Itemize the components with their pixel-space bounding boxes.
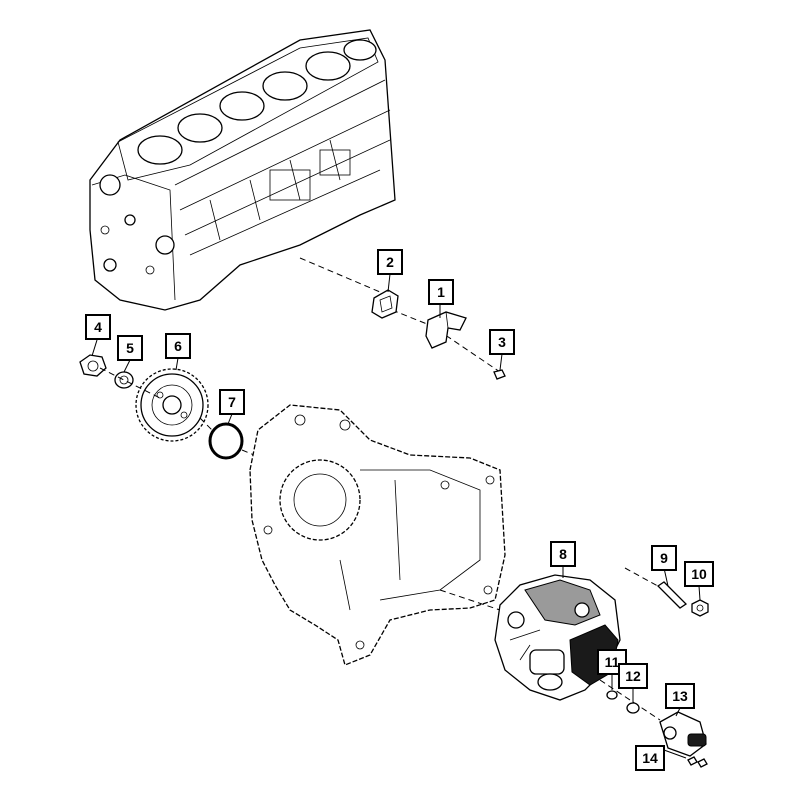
mount-line-block-1 xyxy=(299,257,381,293)
part-9-stud xyxy=(656,581,688,609)
axis-line-pump xyxy=(439,567,666,721)
callout-1: 1 xyxy=(428,279,454,305)
callout-5: 5 xyxy=(117,335,143,361)
gear-housing xyxy=(249,404,506,666)
part-4-nut xyxy=(79,354,107,377)
part-10-nut xyxy=(691,599,709,617)
callout-4: 4 xyxy=(85,314,111,340)
callout-7-label: 7 xyxy=(228,394,236,410)
callout-4-label: 4 xyxy=(94,319,102,335)
callout-5-label: 5 xyxy=(126,340,134,356)
callout-13: 13 xyxy=(665,683,695,709)
callout-8: 8 xyxy=(550,541,576,567)
part-11-o-ring xyxy=(606,690,618,700)
part-7-o-ring xyxy=(208,422,244,460)
part-2-gasket xyxy=(371,289,399,319)
part-6-gear xyxy=(135,368,209,442)
callout-6: 6 xyxy=(165,333,191,359)
callout-10-label: 10 xyxy=(691,566,707,582)
callout-3-label: 3 xyxy=(498,334,506,350)
callout-12: 12 xyxy=(618,663,648,689)
callout-13-label: 13 xyxy=(672,688,688,704)
callout-2-label: 2 xyxy=(386,254,394,270)
part-3-bolt xyxy=(493,369,506,380)
part-14-screws xyxy=(687,756,708,768)
callout-6-label: 6 xyxy=(174,338,182,354)
callout-7: 7 xyxy=(219,389,245,415)
callout-14: 14 xyxy=(635,745,665,771)
part-8-fuel-pump xyxy=(494,574,621,701)
callout-11-label: 11 xyxy=(605,654,620,670)
callout-14-label: 14 xyxy=(642,750,658,766)
callout-9-label: 9 xyxy=(660,550,668,566)
callout-12-label: 12 xyxy=(625,668,641,684)
callout-11: 11 xyxy=(597,649,627,675)
callout-10: 10 xyxy=(684,561,714,587)
callout-3: 3 xyxy=(489,329,515,355)
callout-2: 2 xyxy=(377,249,403,275)
part-12-o-ring xyxy=(626,702,640,714)
part-5-washer xyxy=(114,371,134,389)
callout-9: 9 xyxy=(651,545,677,571)
callout-8-label: 8 xyxy=(559,546,567,562)
engine-block xyxy=(89,29,396,311)
part-13-control-valve xyxy=(659,711,707,757)
callout-1-label: 1 xyxy=(437,284,445,300)
part-1-bracket xyxy=(425,311,467,349)
